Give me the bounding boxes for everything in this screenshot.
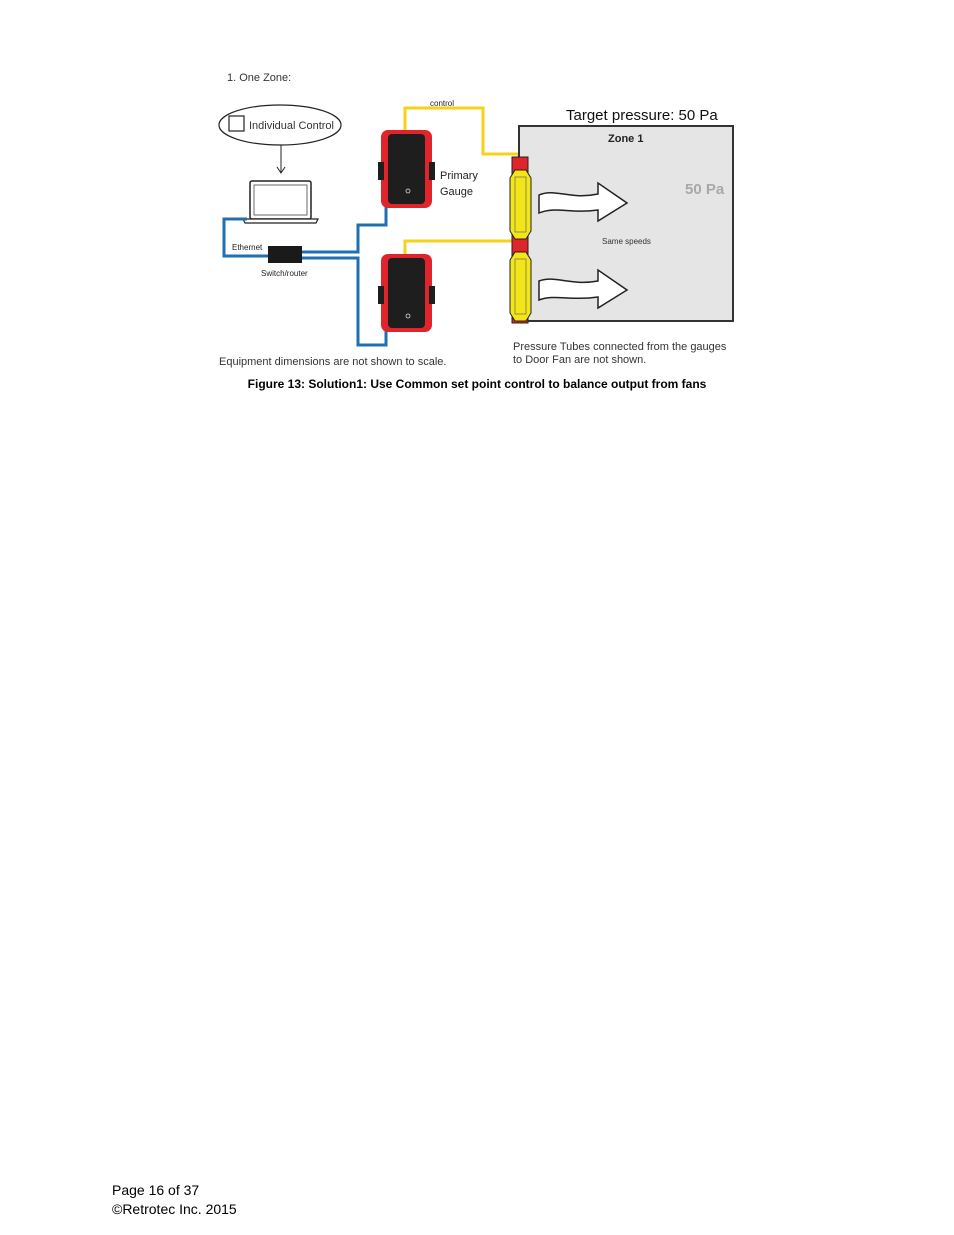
individual-control-checkbox[interactable]: [228, 115, 245, 132]
switch-router-icon: [268, 246, 302, 263]
airflow-arrow-bottom-icon: [538, 268, 629, 310]
control-label: control: [430, 99, 454, 108]
individual-control-label: Individual Control: [249, 120, 334, 132]
diagram-heading: 1. One Zone:: [227, 72, 291, 84]
ethernet-cables: [222, 207, 388, 347]
door-fan-bottom-icon: [509, 251, 532, 322]
same-speeds-label: Same speeds: [602, 237, 651, 246]
airflow-arrow-top-icon: [538, 181, 629, 223]
scale-note: Equipment dimensions are not shown to sc…: [219, 356, 446, 368]
tubes-note-line2: to Door Fan are not shown.: [513, 354, 646, 366]
primary-gauge-label-line1: Primary: [440, 170, 478, 182]
primary-gauge-icon: [378, 130, 435, 208]
laptop-icon: [242, 180, 319, 224]
zone-pressure-label: 50 Pa: [685, 181, 725, 198]
down-arrow-icon: [276, 145, 286, 174]
target-pressure-label: Target pressure: 50 Pa: [566, 107, 718, 124]
switch-router-label: Switch/router: [261, 269, 308, 278]
tubes-note-line1: Pressure Tubes connected from the gauges: [513, 341, 727, 353]
zone-label: Zone 1: [608, 133, 643, 145]
individual-control-bubble: Individual Control: [218, 104, 342, 146]
one-zone-diagram: 1. One Zone: Individual Control Ethernet…: [218, 72, 734, 368]
figure-caption: Figure 13: Solution1: Use Common set poi…: [247, 377, 707, 391]
copyright-notice: ©Retrotec Inc. 2015: [112, 1201, 237, 1217]
secondary-gauge-icon: [378, 254, 435, 332]
door-fan-top-icon: [509, 169, 532, 240]
ethernet-label: Ethernet: [232, 243, 263, 252]
page-number: Page 16 of 37: [112, 1182, 200, 1198]
primary-gauge-label-line2: Gauge: [440, 186, 473, 198]
